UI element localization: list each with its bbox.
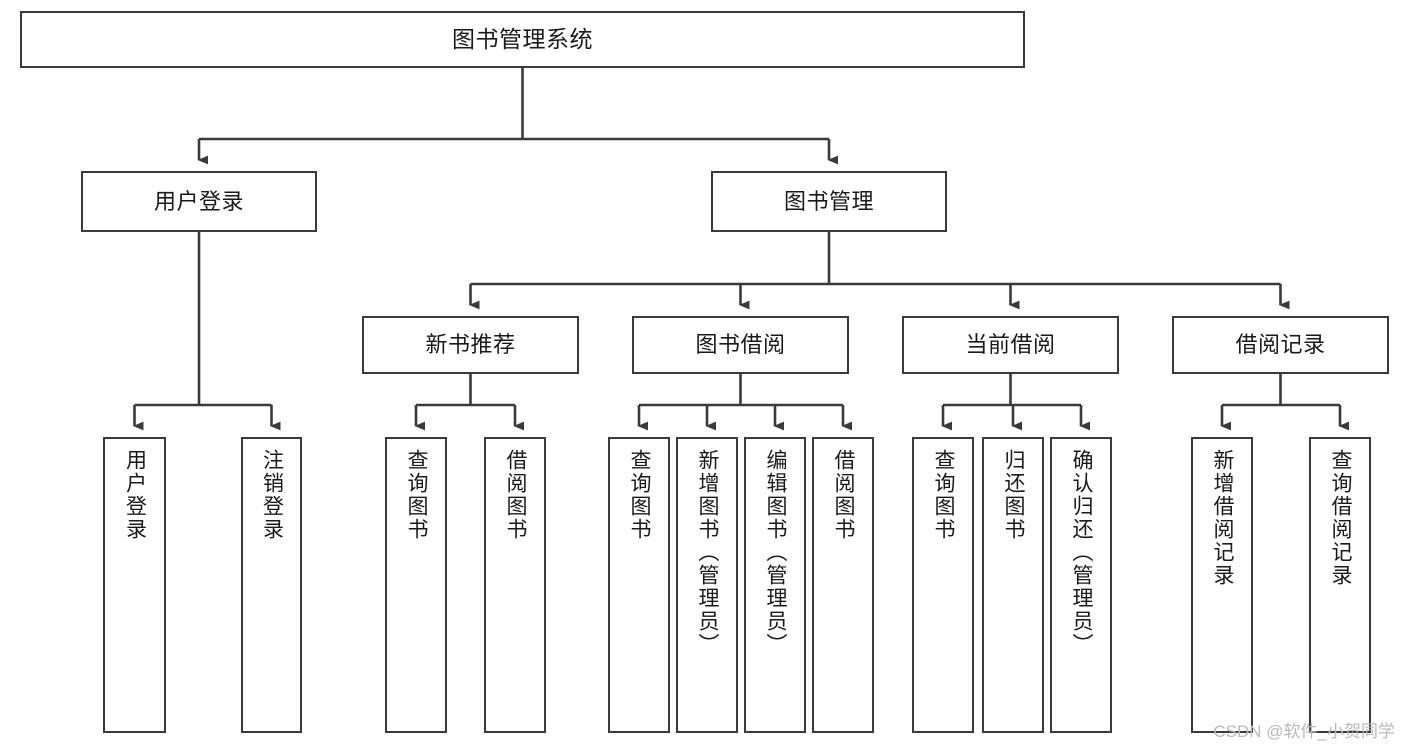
watermark: CSDN @软件_小贺同学 [1213, 722, 1395, 741]
node-leaf-user-logout[interactable]: 注销登录 [241, 437, 302, 733]
node-label: 图书借阅 [695, 332, 786, 358]
node-borrow-record[interactable]: 借阅记录 [1172, 316, 1389, 374]
node-label: 查询借阅记录 [1329, 449, 1353, 587]
node-leaf-cb-query[interactable]: 查询图书 [912, 437, 974, 733]
node-label: 新增借阅记录 [1211, 449, 1235, 587]
node-label: 用户登录 [153, 188, 244, 214]
node-leaf-user-login[interactable]: 用户登录 [103, 437, 166, 733]
node-label: 当前借阅 [965, 332, 1056, 358]
node-label: 归还图书 [1002, 449, 1026, 541]
node-leaf-bb-edit[interactable]: 编辑图书（管理员） [744, 437, 806, 733]
node-label: 新书推荐 [425, 332, 516, 358]
node-leaf-rec-query[interactable]: 查询图书 [385, 437, 447, 733]
node-leaf-cb-confirm[interactable]: 确认归还（管理员） [1050, 437, 1112, 733]
node-root[interactable]: 图书管理系统 [20, 11, 1025, 68]
node-label: 用户登录 [123, 449, 147, 541]
node-leaf-bb-add[interactable]: 新增图书（管理员） [676, 437, 738, 733]
node-label: 查询图书 [628, 449, 652, 541]
node-label: 图书管理 [783, 188, 874, 214]
node-leaf-cb-return[interactable]: 归还图书 [982, 437, 1044, 733]
node-label: 查询图书 [405, 449, 429, 541]
node-current-borrow[interactable]: 当前借阅 [902, 316, 1119, 374]
node-label: 编辑图书（管理员） [764, 449, 788, 656]
node-label: 确认归还（管理员） [1070, 449, 1094, 656]
node-label: 注销登录 [260, 449, 284, 541]
node-leaf-br-add[interactable]: 新增借阅记录 [1191, 437, 1253, 733]
node-new-book-rec[interactable]: 新书推荐 [362, 316, 579, 374]
node-leaf-rec-borrow[interactable]: 借阅图书 [484, 437, 546, 733]
node-label: 借阅图书 [832, 449, 856, 541]
node-label: 借阅记录 [1235, 332, 1326, 358]
node-user-login[interactable]: 用户登录 [81, 171, 317, 232]
node-leaf-br-query[interactable]: 查询借阅记录 [1309, 437, 1371, 733]
node-book-manage[interactable]: 图书管理 [711, 171, 947, 232]
node-leaf-bb-query[interactable]: 查询图书 [608, 437, 670, 733]
node-book-borrow[interactable]: 图书借阅 [632, 316, 849, 374]
node-label: 图书管理系统 [452, 25, 593, 52]
node-label: 借阅图书 [504, 449, 528, 541]
node-label: 查询图书 [932, 449, 956, 541]
node-leaf-bb-borrow[interactable]: 借阅图书 [812, 437, 874, 733]
node-label: 新增图书（管理员） [696, 449, 720, 656]
